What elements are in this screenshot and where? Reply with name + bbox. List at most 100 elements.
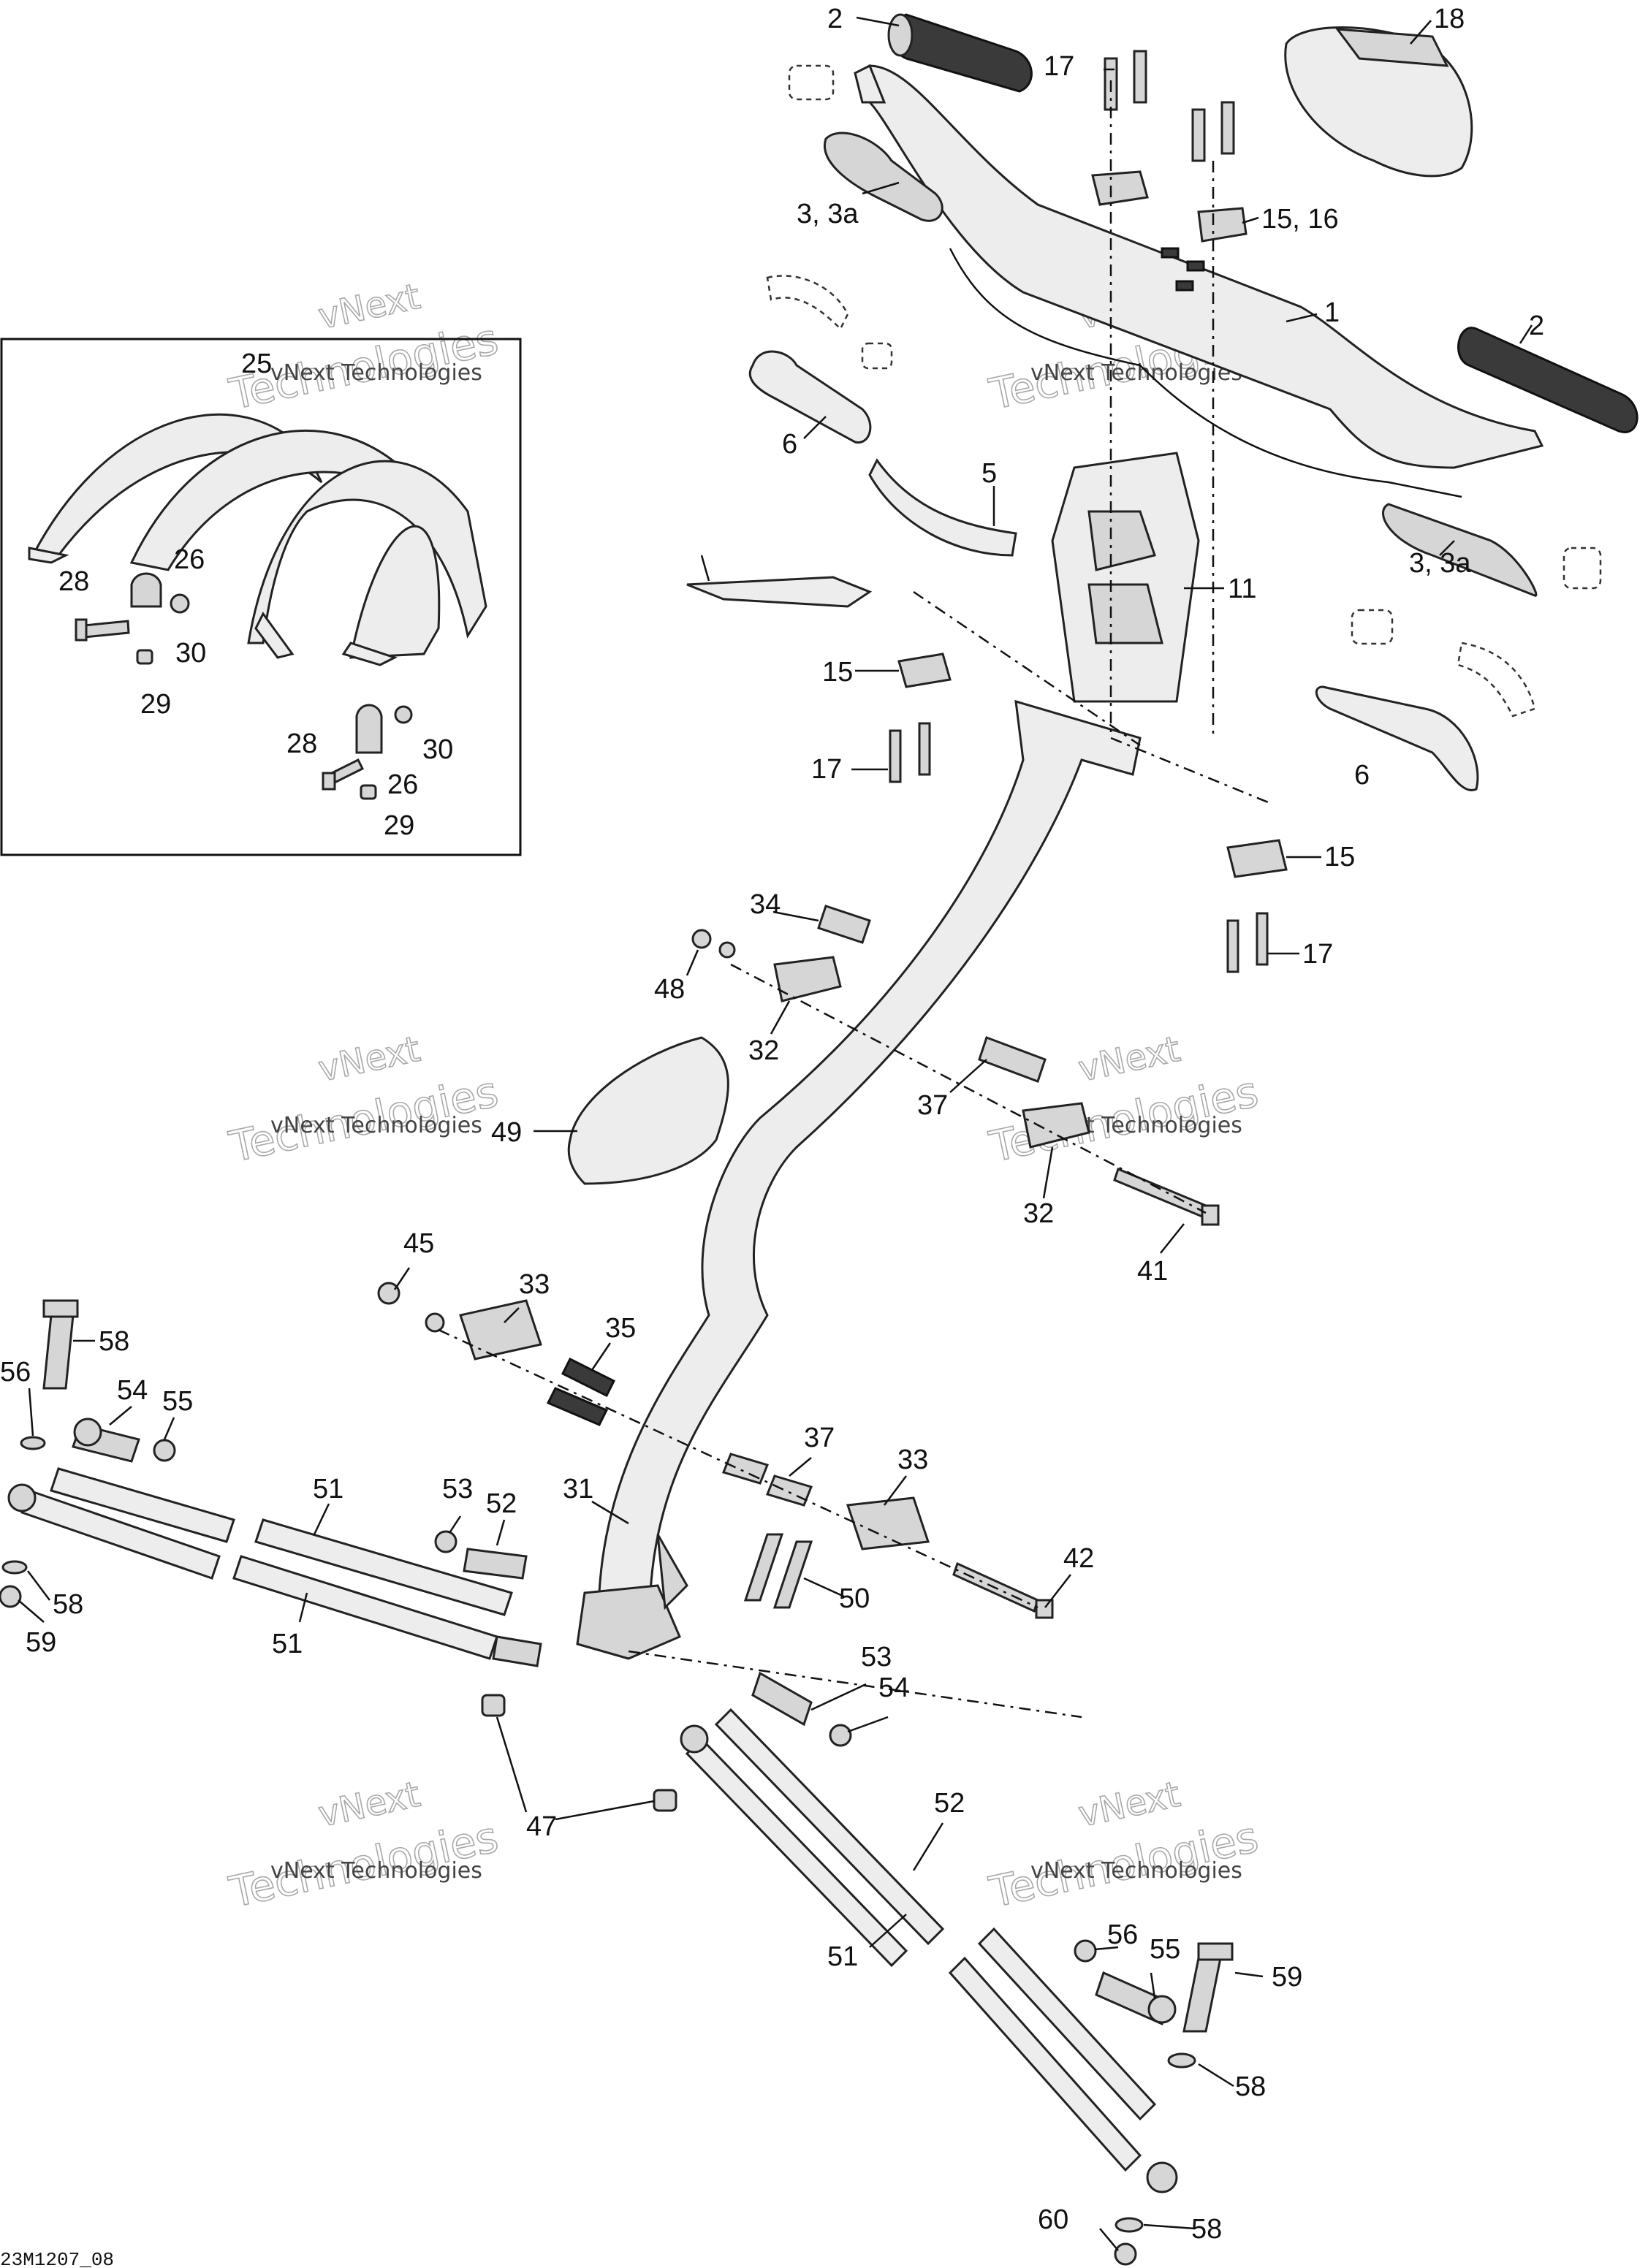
- part-2-grip-left: [887, 13, 1033, 93]
- throttle-cable: [949, 248, 1462, 498]
- svg-text:vNext: vNext: [1075, 1029, 1184, 1090]
- part-2-grip-right: [1457, 327, 1638, 433]
- svg-text:vNext: vNext: [315, 1774, 424, 1835]
- part-51-tie-rod-right: [680, 1724, 1178, 2193]
- callout-15-right: 15: [1324, 842, 1355, 872]
- part-34-bushing: [817, 905, 871, 944]
- part-30-nut-upper: [170, 593, 190, 614]
- callout-41: 41: [1137, 1256, 1168, 1287]
- callout-50: 47: [526, 1811, 557, 1842]
- callout-28-upper: 28: [58, 566, 89, 597]
- callout-32-upper: 32: [748, 1035, 779, 1066]
- callout-52-left: 51: [313, 1474, 343, 1504]
- callout-58-left-top: 56: [0, 1357, 31, 1388]
- part-56-nut-left: [153, 1439, 176, 1462]
- part-58-washers-right: [1115, 2052, 1196, 2233]
- part-33-lower-support: [846, 1496, 930, 1550]
- callout-49: 50: [839, 1583, 870, 1614]
- part-29-spacer-upper: [136, 649, 153, 665]
- callout-51-left: 51: [272, 1629, 303, 1659]
- callout-58-right-bottom: 58: [1191, 2214, 1222, 2245]
- callout-56-left: 55: [162, 1386, 193, 1417]
- part-3-heater-left: [824, 132, 943, 222]
- part-18-handguard: [1284, 26, 1473, 178]
- part-26-clamp-upper: [130, 572, 162, 608]
- part-15-16-clamps-upper: [1091, 170, 1248, 243]
- callout-33-lower: 33: [897, 1445, 928, 1475]
- part-5-tube-bend: [868, 458, 1017, 557]
- part-55-rod-end-right: [1095, 1971, 1177, 2026]
- part-50-spacers: [481, 1694, 677, 1812]
- callout-1: 1: [1324, 297, 1340, 328]
- callout-60-right: 60: [1038, 2204, 1068, 2235]
- part-31-steering-column: [576, 699, 1142, 1660]
- centerline-dashes: [438, 80, 1272, 1719]
- svg-text:vNext Technologies: vNext Technologies: [270, 360, 482, 386]
- callout-52-right: 52: [934, 1788, 965, 1819]
- svg-text:vNext: vNext: [315, 276, 424, 338]
- part-28-screw-upper: [75, 618, 130, 642]
- callout-33-upper: 33: [519, 1269, 550, 1300]
- steering-column: [377, 80, 1288, 1719]
- svg-text:vNext: vNext: [1075, 1774, 1184, 1835]
- callout-17-top: 17: [1044, 51, 1074, 82]
- part-60-nut-right: [1114, 2242, 1137, 2266]
- callout-60-left: 59: [26, 1627, 56, 1658]
- callout-54-right: 53: [861, 1642, 892, 1673]
- callout-25: 25: [241, 349, 272, 379]
- part-53-54-end-left: [434, 1530, 542, 1667]
- part-59-bolt-left: [42, 1299, 79, 1390]
- part-48-cover: [567, 1036, 729, 1185]
- callout-42: 42: [1063, 1543, 1094, 1574]
- part-37-pin-upper: [978, 1036, 1047, 1083]
- part-47-nut-washer: [691, 929, 736, 959]
- callout-55-right: 55: [1150, 1934, 1180, 1965]
- part-6-tube-left: [748, 350, 872, 444]
- callout-29-upper: 29: [140, 689, 171, 720]
- callout-17-mid-left: 17: [811, 754, 842, 785]
- part-33-upper-support: [425, 1299, 542, 1361]
- watermark-5: vNext Technologies vNext Technologies: [224, 1773, 503, 1918]
- callout-37-upper: 37: [917, 1090, 948, 1121]
- part-32-upper-bushing: [773, 956, 842, 1002]
- callout-2-left: 2: [827, 4, 843, 34]
- inset-frame: [0, 338, 522, 856]
- callout-3-3a-right: 3, 3a: [1409, 548, 1471, 579]
- figure-reference: 23M1207_08: [0, 2249, 114, 2268]
- part-17-bolts-mid-left: [889, 722, 931, 783]
- watermark-4: vNext Technologies vNext Technologies: [984, 1028, 1263, 1173]
- callout-35: 35: [605, 1313, 636, 1344]
- part-59-bolt-right: [1182, 1942, 1234, 2033]
- part-45-nut: [377, 1282, 400, 1305]
- callout-26-upper: 26: [174, 544, 205, 575]
- callout-47: 48: [654, 974, 685, 1005]
- callout-32-lower: 32: [1023, 1198, 1054, 1229]
- part-28-screw-lower: [322, 758, 365, 791]
- part-49-bolts: [743, 1533, 813, 1609]
- part-58-washers-left: [1, 1436, 46, 1575]
- callout-15-16: 15, 16: [1261, 204, 1339, 235]
- part-60-nut-left: [0, 1585, 22, 1608]
- callout-2-right: 2: [1529, 311, 1544, 341]
- callout-5: 5: [981, 458, 997, 489]
- callout-28-lower: 28: [286, 728, 317, 759]
- part-29-spacer-lower: [360, 784, 377, 800]
- part-61-plate: [686, 576, 873, 608]
- callout-55-left: 54: [117, 1375, 148, 1406]
- callout-3-3a-left: 3, 3a: [797, 199, 859, 229]
- handlebar-assembly: [686, 13, 1638, 792]
- callout-54-left: 52: [486, 1488, 517, 1519]
- part-52-tie-rod-right: [714, 1708, 1157, 2121]
- callout-30-upper: 30: [175, 638, 206, 669]
- part-1-handlebar: [854, 64, 1544, 469]
- callout-17-mid-right: 17: [1302, 939, 1333, 970]
- callout-6-right: 6: [1354, 760, 1370, 791]
- svg-text:vNext Technologies: vNext Technologies: [1030, 1858, 1242, 1884]
- callout-48: 49: [491, 1117, 522, 1148]
- callout-labels: 2 18 17 15, 16 3, 3a 1 2 6 5 3, 3a 11 15…: [0, 4, 1544, 2245]
- part-56-nut-right: [1074, 1939, 1097, 1963]
- watermark-1: vNext Technologies vNext Technologies: [224, 275, 503, 420]
- callout-15-left: 15: [822, 657, 853, 688]
- callout-37-lower: 37: [804, 1423, 835, 1453]
- part-42-bolt: [952, 1561, 1054, 1619]
